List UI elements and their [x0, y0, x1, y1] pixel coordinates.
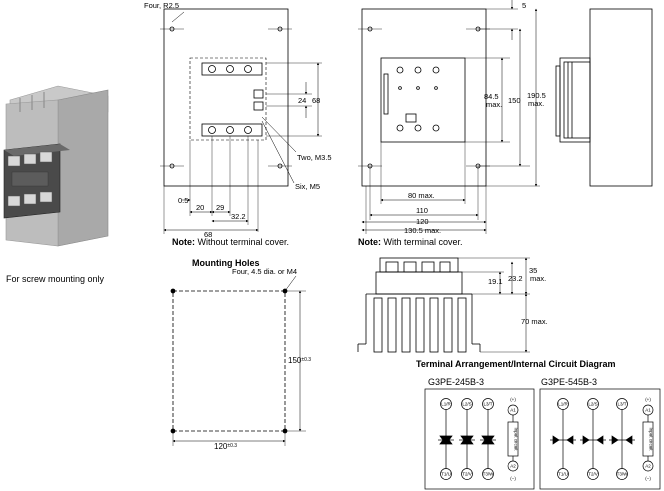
dim-84-5-max: max.	[486, 100, 502, 109]
dim-150: 150	[508, 96, 521, 105]
model-left: G3PE-245B-3	[428, 377, 485, 387]
dim-5: 5	[522, 1, 526, 10]
dim-24: 24	[298, 96, 306, 105]
model-right: G3PE-545B-3	[541, 377, 598, 387]
side-view	[358, 0, 540, 234]
dim-130-5-max: 130.5 max.	[404, 226, 441, 235]
terminal-diagram-left	[424, 388, 535, 490]
front-view-note: Note: Without terminal cover.	[172, 237, 289, 247]
terminal-l2-left: L2/S	[462, 402, 471, 407]
side-note-text: With terminal cover.	[381, 237, 463, 247]
product-photo	[3, 85, 109, 247]
label-six-m5: Six, M5	[295, 182, 320, 191]
terminal-l1-right: L1/R	[558, 402, 568, 407]
front-note-text: Without terminal cover.	[195, 237, 290, 247]
dim-190-5-max: max.	[528, 99, 544, 108]
terminal-plus-right: (+)	[645, 397, 651, 402]
terminal-l3-right: L3/T	[617, 402, 626, 407]
terminal-l2-right: L2/S	[588, 402, 597, 407]
dim-23-2: 23.2	[508, 274, 523, 283]
terminal-l1-left: L1/R	[441, 402, 451, 407]
dim-29: 29	[216, 203, 224, 212]
terminal-a1-left: A1	[510, 408, 516, 413]
input-circuit-right: Input circuit	[649, 427, 654, 451]
dim-120-mounting: 120±0.3	[214, 442, 237, 451]
dim-32-2: 32.2	[231, 212, 246, 221]
dim-84-5: 84.5	[484, 92, 499, 101]
side-view-note: Note: With terminal cover.	[358, 237, 463, 247]
dim-190-5: 190.5	[527, 91, 546, 100]
dim-80-max: 80 max.	[408, 191, 435, 200]
terminal-t1-right: T1/U	[558, 472, 568, 477]
front-view	[160, 8, 322, 234]
dim-19-1: 19.1	[488, 277, 503, 286]
terminal-a2-right: A2	[645, 464, 651, 469]
terminal-a2-left: A2	[510, 464, 516, 469]
terminal-minus-left: (−)	[510, 476, 516, 481]
label-corner-radius: Four, R2.5	[144, 1, 179, 10]
dim-68-horizontal: 68	[204, 230, 212, 239]
terminal-diagram-right	[539, 388, 661, 490]
terminal-l3-left: L3/T	[483, 402, 492, 407]
mounting-hole-label: Four, 4.5 dia. or M4	[232, 267, 297, 276]
label-two-m3-5: Two, M3.5	[297, 153, 332, 162]
front-note-label: Note:	[172, 237, 195, 247]
terminal-t2-left: T2/V	[462, 472, 472, 477]
dim-150-mounting: 150±0.3	[288, 356, 311, 365]
terminal-t3-right: T3/W	[617, 472, 629, 477]
dim-68-vertical: 68	[312, 96, 320, 105]
terminal-diagram-title: Terminal Arrangement/Internal Circuit Di…	[416, 359, 616, 369]
side-note-label: Note:	[358, 237, 381, 247]
mounting-holes-drawing	[170, 275, 306, 446]
dim-120: 120	[416, 217, 429, 226]
mounting-holes-title: Mounting Holes	[192, 258, 260, 268]
terminal-t1-left: T1/U	[441, 472, 451, 477]
dim-110: 110	[416, 206, 428, 215]
input-circuit-left: Input circuit	[514, 427, 519, 451]
dim-35: 35	[529, 266, 537, 275]
side-profile-view	[555, 8, 653, 187]
bottom-view	[357, 257, 530, 353]
photo-caption: For screw mounting only	[6, 274, 105, 284]
terminal-plus-left: (+)	[510, 397, 516, 402]
terminal-minus-right: (−)	[645, 476, 651, 481]
terminal-a1-right: A1	[645, 408, 651, 413]
terminal-t3-left: T3/W	[483, 472, 495, 477]
dim-35-max: max.	[530, 274, 546, 283]
dim-0-5: 0.5	[178, 196, 188, 205]
terminal-t2-right: T2/V	[588, 472, 598, 477]
dim-70-max: 70 max.	[521, 317, 548, 326]
dim-20: 20	[196, 203, 204, 212]
